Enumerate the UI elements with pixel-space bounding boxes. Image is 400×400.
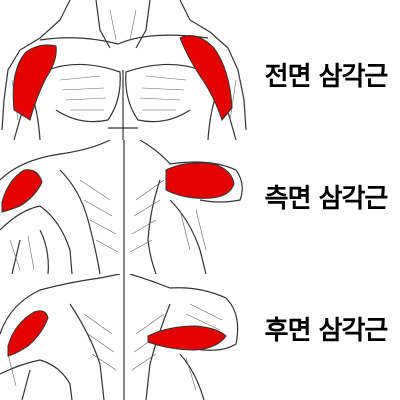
- posterior-deltoid-illustration: [0, 274, 248, 400]
- lateral-deltoid-label: 측면 삼각근: [264, 184, 389, 214]
- lateral-deltoid-right-highlight: [165, 162, 235, 199]
- anterior-deltoid-left-highlight: [12, 44, 57, 121]
- posterior-deltoid-left-highlight: [7, 310, 49, 357]
- anterior-deltoid-illustration: [0, 0, 248, 140]
- anterior-deltoid-right-highlight: [179, 35, 233, 122]
- posterior-deltoid-right-highlight: [147, 325, 227, 351]
- posterior-deltoid-label: 후면 삼각근: [264, 316, 389, 346]
- lateral-deltoid-illustration: [0, 140, 248, 274]
- lateral-deltoid-left-highlight: [1, 169, 43, 213]
- anterior-deltoid-label: 전면 삼각근: [264, 62, 389, 92]
